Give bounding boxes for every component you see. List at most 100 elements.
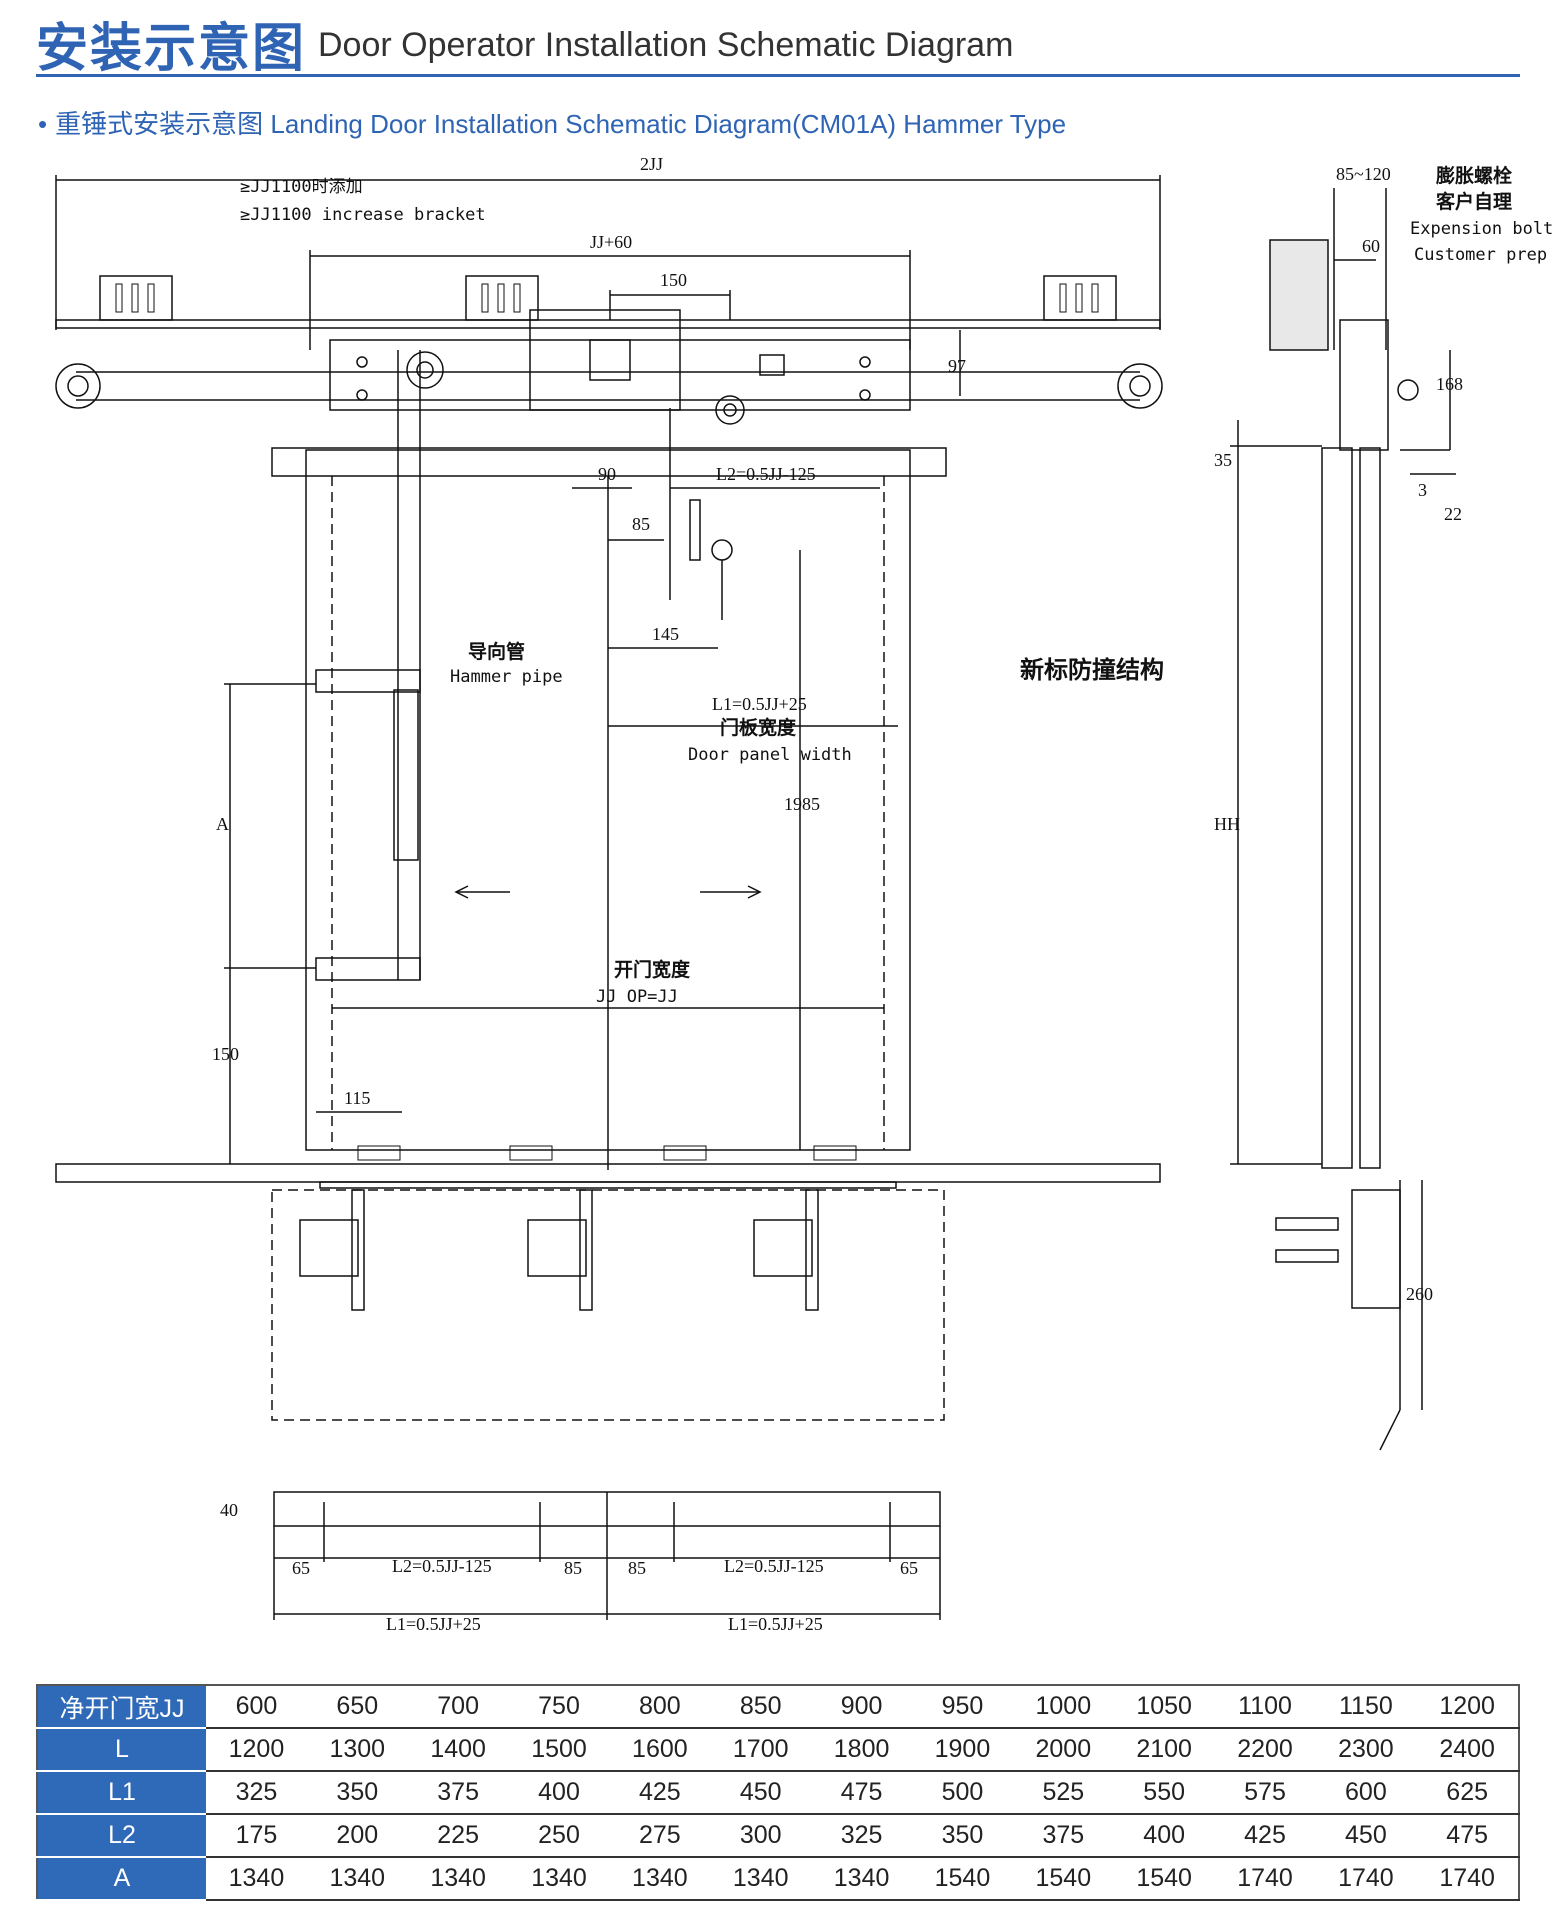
spec-row-label: L2: [37, 1814, 206, 1858]
spec-cell: 1600: [609, 1728, 711, 1772]
spec-cell: 250: [508, 1814, 610, 1858]
spec-cell: 1150: [1315, 1685, 1417, 1729]
spec-cell: 700: [407, 1685, 509, 1729]
spec-cell: 1340: [609, 1857, 711, 1901]
spec-cell: 1740: [1315, 1857, 1417, 1901]
spec-cell: 750: [508, 1685, 610, 1729]
dim-jj60: JJ+60: [590, 232, 632, 252]
bottom-dim-l1-right: L1=0.5JJ+25: [728, 1614, 823, 1634]
spec-row-label: L: [37, 1728, 206, 1772]
dim-3: 3: [1418, 480, 1427, 500]
spec-cell: 1500: [508, 1728, 610, 1772]
subtitle-en: Landing Door Installation Schematic Diag…: [270, 109, 1067, 139]
bottom-dim-l1-left: L1=0.5JJ+25: [386, 1614, 481, 1634]
spec-cell: 1540: [1012, 1857, 1114, 1901]
dim-35: 35: [1214, 450, 1232, 470]
dim-l2: L2=0.5JJ-125: [716, 464, 816, 484]
rail-bracket-mid: [465, 275, 539, 321]
dim-150-side: 150: [212, 1044, 239, 1064]
spec-cell: 800: [609, 1685, 711, 1729]
spec-cell: 525: [1012, 1771, 1114, 1815]
customer-label-cn: 客户自理: [1436, 190, 1512, 213]
dim-260: 260: [1406, 1284, 1433, 1304]
spec-cell: 650: [306, 1685, 408, 1729]
spec-cell: 500: [912, 1771, 1013, 1815]
note-jj1100-en: ≥JJ1100 increase bracket: [240, 205, 486, 225]
dim-90: 90: [598, 464, 616, 484]
page-title-cn: 安装示意图: [36, 19, 307, 79]
hammer-pipe: [393, 689, 419, 861]
spec-cell: 400: [1113, 1814, 1215, 1858]
dim-l1: L1=0.5JJ+25: [712, 694, 807, 714]
spec-cell: 375: [1012, 1814, 1114, 1858]
spec-cell: 475: [1416, 1814, 1519, 1858]
anti-collision-label: 新标防撞结构: [1020, 656, 1164, 684]
spec-cell: 1740: [1214, 1857, 1316, 1901]
rail-bracket-right: [1043, 275, 1117, 321]
panel-label-en: Door panel width: [688, 745, 852, 765]
spec-cell: 1900: [912, 1728, 1013, 1772]
spec-cell: 400: [508, 1771, 610, 1815]
bottom-dim-85-left: 85: [564, 1558, 582, 1578]
customer-label-en: Customer prep: [1414, 245, 1547, 265]
spec-cell: 2300: [1315, 1728, 1417, 1772]
spec-cell: 450: [710, 1771, 812, 1815]
dim-40: 40: [220, 1500, 238, 1520]
schematic-drawing: 2JJ ≥JJ1100时添加 ≥JJ1100 increase bracket …: [55, 154, 1553, 1634]
dim-145: 145: [652, 624, 679, 644]
spec-cell: 1340: [206, 1857, 307, 1901]
spec-cell: 1340: [710, 1857, 812, 1901]
dim-97: 97: [948, 356, 966, 376]
spec-cell: 1800: [811, 1728, 913, 1772]
spec-cell: 300: [710, 1814, 812, 1858]
spec-cell: 850: [710, 1685, 812, 1729]
spec-cell: 425: [609, 1771, 711, 1815]
spec-cell: 1050: [1113, 1685, 1215, 1729]
spec-cell: 225: [407, 1814, 509, 1858]
spec-cell: 1200: [206, 1728, 307, 1772]
dim-150-top: 150: [660, 270, 687, 290]
spec-cell: 175: [206, 1814, 307, 1858]
spec-cell: 425: [1214, 1814, 1316, 1858]
subtitle: •重锤式安装示意图 Landing Door Installation Sche…: [38, 104, 1066, 141]
note-jj1100-cn: ≥JJ1100时添加: [240, 177, 363, 197]
open-width-en: JJ OP=JJ: [596, 987, 678, 1007]
spec-row-label: 净开门宽JJ: [37, 1685, 206, 1729]
bottom-dim-85-right: 85: [628, 1558, 646, 1578]
bottom-dim-l2-left: L2=0.5JJ-125: [392, 1556, 492, 1576]
spec-cell: 1400: [407, 1728, 509, 1772]
spec-cell: 950: [912, 1685, 1013, 1729]
guide-bracket-top: [315, 669, 421, 693]
title-rule: [36, 74, 1520, 77]
spec-cell: 325: [811, 1814, 913, 1858]
dim-85-120: 85~120: [1336, 164, 1391, 184]
belt-pulley-right: [1117, 363, 1163, 409]
dim-hh: HH: [1214, 814, 1240, 834]
bolt-label-cn: 膨胀螺栓: [1435, 164, 1512, 187]
dim-85: 85: [632, 514, 650, 534]
dim-60: 60: [1362, 236, 1380, 256]
spec-cell: 1000: [1012, 1685, 1114, 1729]
spec-cell: 350: [306, 1771, 408, 1815]
spec-cell: 1300: [306, 1728, 408, 1772]
belt-pulley-left: [55, 363, 101, 409]
spec-cell: 1100: [1214, 1685, 1316, 1729]
bottom-dim-65-right: 65: [900, 1558, 918, 1578]
rail-bracket-left: [99, 275, 173, 321]
dim-2jj: 2JJ: [640, 154, 663, 174]
spec-cell: 900: [811, 1685, 913, 1729]
spec-cell: 1340: [811, 1857, 913, 1901]
spec-row-label: L1: [37, 1771, 206, 1815]
wall-section: [1269, 239, 1329, 351]
spec-cell: 450: [1315, 1814, 1417, 1858]
dim-a: A: [216, 814, 229, 834]
spec-cell: 275: [609, 1814, 711, 1858]
spec-cell: 2400: [1416, 1728, 1519, 1772]
